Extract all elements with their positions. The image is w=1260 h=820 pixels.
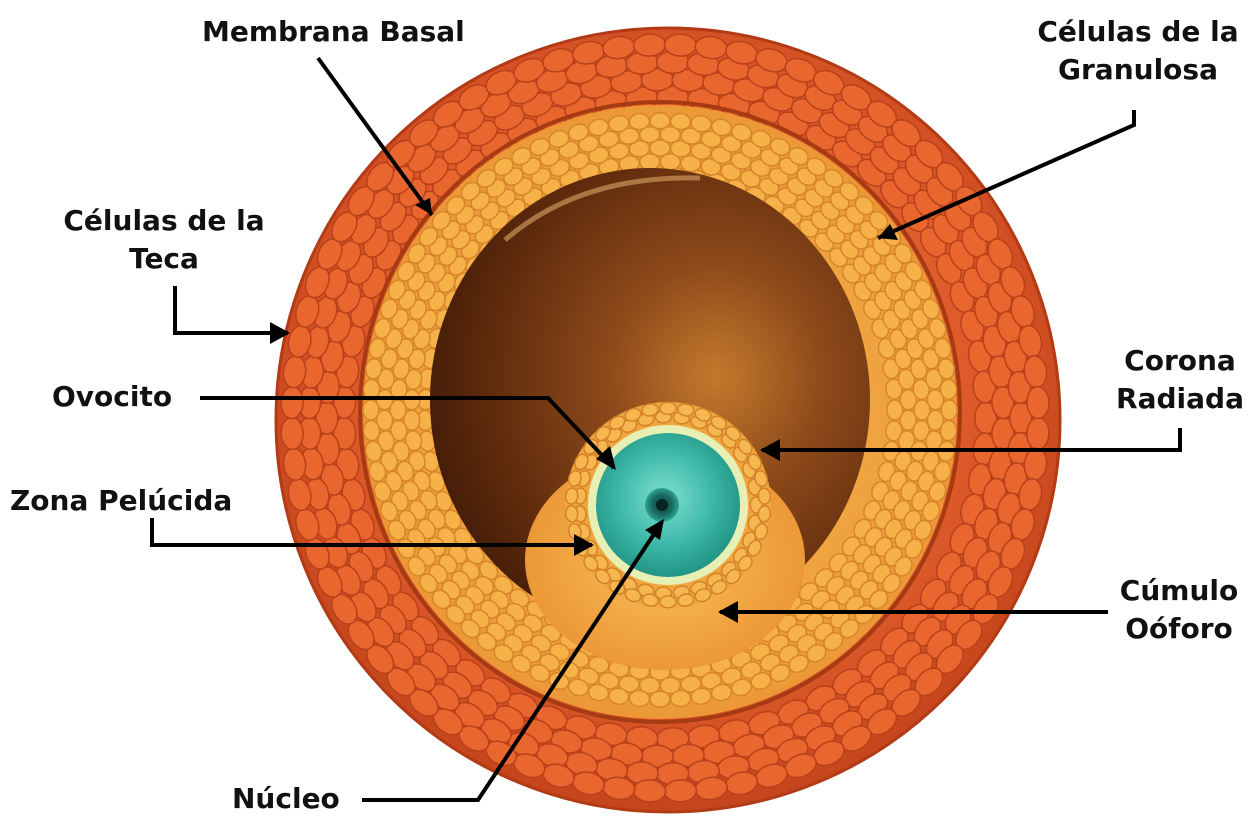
label-nucleo: Núcleo bbox=[232, 780, 340, 818]
granulosa-cell bbox=[670, 113, 691, 130]
granulosa-cell bbox=[941, 400, 957, 420]
label-zona-pelucida: Zona Pelúcida bbox=[10, 482, 232, 520]
granulosa-cell bbox=[363, 420, 380, 441]
granulosa-cell bbox=[629, 690, 650, 707]
label-corona-line1: Corona bbox=[1100, 342, 1260, 380]
label-ovocito: Ovocito bbox=[52, 378, 172, 416]
label-granulosa-line1: Células de la bbox=[1016, 13, 1260, 51]
granulosa-cell bbox=[650, 113, 670, 129]
follicle bbox=[276, 28, 1060, 812]
corona-cell bbox=[565, 488, 578, 505]
corona-cell bbox=[565, 505, 578, 522]
corona-cell bbox=[758, 505, 771, 522]
theca-cell bbox=[1026, 386, 1049, 419]
label-teca: Células de la Teca bbox=[44, 202, 284, 278]
label-granulosa: Células de la Granulosa bbox=[1016, 13, 1260, 89]
label-cumulo-line1: Cúmulo bbox=[1104, 572, 1254, 610]
label-cumulo: Cúmulo Oóforo bbox=[1104, 572, 1254, 648]
theca-cell bbox=[664, 779, 697, 802]
label-nucleo-text: Núcleo bbox=[232, 780, 340, 818]
label-granulosa-line2: Granulosa bbox=[1016, 51, 1260, 89]
granulosa-cell bbox=[670, 690, 691, 707]
label-teca-line1: Células de la bbox=[44, 202, 284, 240]
granulosa-cell bbox=[940, 379, 957, 400]
granulosa-cell bbox=[629, 113, 650, 130]
corona-cell bbox=[660, 596, 676, 608]
theca-cell bbox=[1026, 417, 1049, 450]
theca-cell bbox=[280, 417, 303, 450]
theca-cell bbox=[633, 779, 666, 802]
corona-cell bbox=[660, 402, 676, 414]
label-membrana-basal-text: Membrana Basal bbox=[202, 13, 465, 51]
granulosa-cell bbox=[650, 691, 670, 707]
label-teca-line2: Teca bbox=[44, 240, 284, 278]
granulosa-cell bbox=[940, 420, 957, 441]
theca-cell bbox=[280, 386, 303, 419]
label-corona-line2: Radiada bbox=[1100, 380, 1260, 418]
corona-cell bbox=[758, 488, 771, 505]
label-corona: Corona Radiada bbox=[1100, 342, 1260, 418]
granulosa-cell bbox=[363, 400, 379, 420]
label-membrana-basal: Membrana Basal bbox=[202, 13, 465, 51]
arrow-teca bbox=[175, 286, 290, 344]
theca-cell bbox=[664, 33, 697, 56]
label-cumulo-line2: Oóforo bbox=[1104, 610, 1254, 648]
label-zona-pelucida-text: Zona Pelúcida bbox=[10, 482, 232, 520]
label-ovocito-text: Ovocito bbox=[52, 378, 172, 416]
theca-cell bbox=[633, 33, 666, 56]
nucleolus bbox=[656, 499, 668, 511]
